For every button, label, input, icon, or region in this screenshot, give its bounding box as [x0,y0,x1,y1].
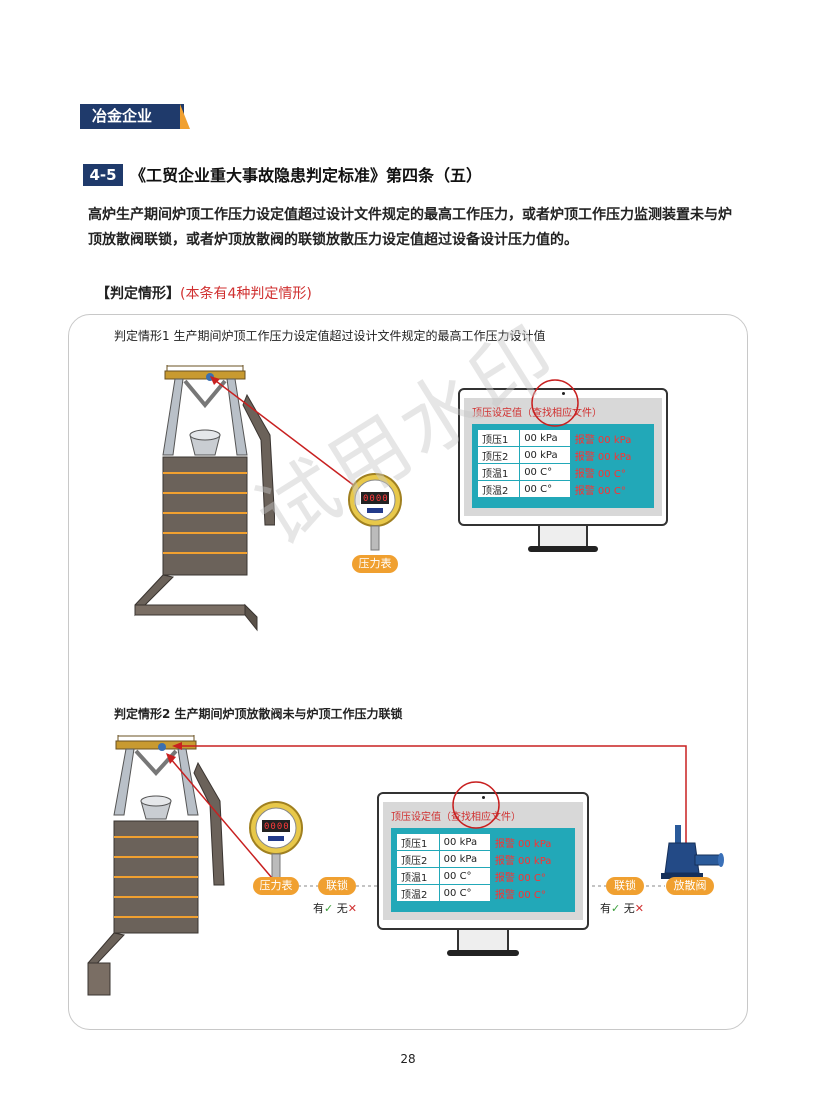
monitor-2: 顶压设定值（查找相应文件） 顶压1 00 kPa 报警 00 kPa 顶压2 0… [377,792,589,964]
row-label: 顶压1 [476,429,521,447]
monitor-1-header: 顶压设定值（查找相应文件） [472,408,602,419]
row-value: 00 C° [519,463,571,481]
monitor-1-base [528,546,598,552]
row-label: 顶温1 [476,463,521,481]
row-label: 顶温2 [476,480,521,498]
row-label: 顶温1 [396,867,440,885]
row-value: 00 kPa [519,429,571,447]
table-row: 顶温2 00 C° 报警 00 C° [476,480,650,498]
blast-furnace-illustration-2 [87,735,225,996]
yes-label: 有 [600,902,611,915]
relief-valve-illustration [661,825,724,879]
no-label: 无 [336,902,348,915]
no-label: 无 [623,902,635,915]
row-value: 00 C° [438,884,491,902]
row-alarm: 报警 00 C° [489,884,571,902]
highlight-circle-2 [452,781,500,829]
judge-note: (本条有4种判定情形) [180,286,312,302]
row-alarm: 报警 00 C° [569,480,650,498]
check-icon: ✓ [611,902,621,915]
interlock-left: 联锁 [318,877,356,895]
row-alarm: 报警 00 kPa [569,446,650,464]
row-alarm: 报警 00 kPa [569,429,650,447]
monitor-2-base [447,950,519,956]
gauge-label-2: 压力表 [253,877,299,895]
row-value: 00 C° [438,867,491,885]
row-label: 顶压2 [476,446,521,464]
content-panel [68,314,748,1030]
table-row: 顶压1 00 kPa 报警 00 kPa [396,833,571,851]
table-row: 顶压2 00 kPa 报警 00 kPa [476,446,650,464]
monitor-1-screen: 顶压设定值（查找相应文件） 顶压1 00 kPa 报警 00 kPa 顶压2 0… [464,398,662,516]
monitor-1-camera [562,392,565,395]
row-alarm: 报警 00 C° [569,463,650,481]
table-row: 顶压2 00 kPa 报警 00 kPa [396,850,571,868]
cross-icon: ✕ [347,902,357,915]
row-value: 00 kPa [438,850,491,868]
monitor-1: 顶压设定值（查找相应文件） 顶压1 00 kPa 报警 00 kPa 顶压2 0… [458,388,668,560]
section-tag-accent [180,104,190,129]
row-label: 顶压2 [396,850,440,868]
row-alarm: 报警 00 kPa [489,850,571,868]
gauge-display-2: 0000 [264,822,290,832]
article-number: 4-5 [83,164,123,186]
interlock-right-status: 有✓ 无✕ [600,900,644,916]
monitor-1-table: 顶压1 00 kPa 报警 00 kPa 顶压2 00 kPa 报警 00 kP… [472,424,654,508]
page-number: 28 [400,1052,416,1066]
table-row: 顶压1 00 kPa 报警 00 kPa [476,429,650,447]
check-icon: ✓ [324,902,334,915]
monitor-2-stand [457,930,509,952]
table-row: 顶温2 00 C° 报警 00 C° [396,884,571,902]
monitor-1-stand [538,526,588,548]
row-label: 顶压1 [396,833,440,851]
valve-label: 放散阀 [666,877,714,895]
signal-line-1 [210,376,361,491]
signal-lines-2 [166,742,687,887]
monitor-2-camera [482,796,485,799]
yes-label: 有 [313,902,324,915]
table-row: 顶温1 00 C° 报警 00 C° [476,463,650,481]
judge-label-text: 【判定情形】 [96,286,180,302]
cross-icon: ✕ [634,902,644,915]
row-alarm: 报警 00 kPa [489,833,571,851]
case2-title: 判定情形2 生产期间炉顶放散阀未与炉顶工作压力联锁 [114,707,403,721]
interlock-right: 联锁 [606,877,644,895]
case1-title: 判定情形1 生产期间炉顶工作压力设定值超过设计文件规定的最高工作压力设计值 [114,329,546,343]
article-title: 《工贸企业重大事故隐患判定标准》第四条（五） [130,166,483,185]
row-label: 顶温2 [396,884,440,902]
pressure-gauge-1 [348,473,402,551]
gauge-label-1: 压力表 [352,555,398,573]
row-value: 00 kPa [438,833,491,851]
highlight-circle-1 [531,379,579,427]
blast-furnace-illustration-1 [134,365,275,632]
pressure-gauge-2 [249,801,303,883]
interlock-left-status: 有✓ 无✕ [313,900,357,916]
gauge-display-1: 0000 [363,494,389,504]
table-row: 顶温1 00 C° 报警 00 C° [396,867,571,885]
monitor-2-screen: 顶压设定值（查找相应文件） 顶压1 00 kPa 报警 00 kPa 顶压2 0… [383,802,583,920]
monitor-2-table: 顶压1 00 kPa 报警 00 kPa 顶压2 00 kPa 报警 00 kP… [391,828,575,912]
row-value: 00 C° [519,480,571,498]
rule-text: 高炉生产期间炉顶工作压力设定值超过设计文件规定的最高工作压力，或者炉顶工作压力监… [88,207,732,248]
judge-label: 【判定情形】(本条有4种判定情形) [96,283,312,303]
row-value: 00 kPa [519,446,571,464]
row-alarm: 报警 00 C° [489,867,571,885]
section-tag: 冶金企业 [80,104,184,129]
